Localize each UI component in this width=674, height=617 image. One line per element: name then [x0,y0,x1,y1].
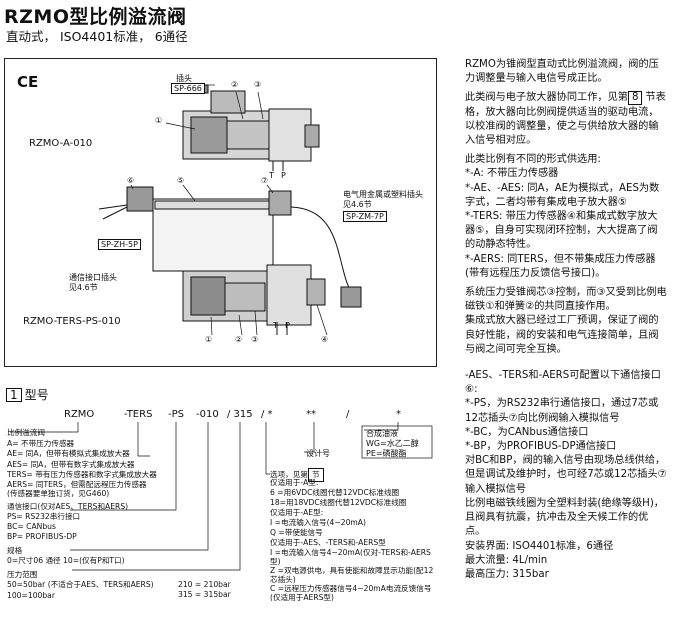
callout-3-top: ③ [254,80,262,89]
desc-list-item: *-A: 不带压力传感器 [465,168,559,180]
valve-a-drawing [182,84,320,171]
callout-6: ⑥ [127,176,135,185]
opt-valve-type: 比例溢流阀 [7,428,45,437]
seal-wg: WG=水乙二醇 [366,439,419,448]
port-t-top: T [269,171,274,180]
description-column: RZMO为锥阀型直动式比例溢流阀，阀的压力调整量与输入电信号成正比。 此类阀与电… [465,58,667,582]
comm-ps: PS= RS232串行接口 [7,512,81,521]
elec-plug-label-2: 见4.6节 [343,200,372,209]
option-item: I =电流输入信号4~20mA(仅对-TERS和-AERS型) [270,548,431,566]
desc-list-item: *-PS，为RS232串行通信接口，通过7芯或12芯插头⑦向比例阀输入模拟信号 [465,398,659,424]
callout-7: ⑦ [261,176,269,185]
opt-aers: AERS= 同TERS，但需配远程压力传感器(传感器要单独订货，见G460) [7,480,147,498]
pressure-title: 压力范围 [7,570,38,579]
model-seg-base: RZMO [64,409,95,420]
plug-zm-label: SP-ZM-7P [343,211,387,222]
option-item: Z =双电源供电，具有使能和故障显示功能(配12芯插头) [270,566,434,584]
comm-plug-label-2: 见4.6节 [69,283,98,292]
option-item: 仅适用于-A型: [270,478,319,487]
model-seg-comm: -PS [168,409,184,420]
spec-flow: 最大流量: 4L/min [465,554,548,566]
section-title: 型号 [24,388,49,402]
port-t-bottom: T [273,321,278,330]
page-title: RZMO型比例溢流阀 [4,6,187,28]
pressure-210: 210 = 210bar [178,580,231,589]
desc-list-item: *-BC，为CANbus通信接口 [465,426,589,438]
opt-ters: TERS= 带有压力传感器和数字式集成放大器 [7,470,157,479]
plug-label: 插头 [176,74,192,83]
comm-title: 通信接口(仅对AES、TERS和AERS) [7,502,129,511]
model-seg-option: / * [261,409,273,420]
model-seg-slash: / [346,409,350,420]
plug-zh-label: SP-ZH-5P [98,239,141,250]
model-seg-seal: * [396,409,401,420]
callout-5: ⑤ [177,176,185,185]
model-seg-type: -TERS [124,409,153,420]
spec-mounting: 安装界面: ISO4401标准，6通径 [465,540,614,552]
desc-paragraph: RZMO为锥阀型直动式比例溢流阀，阀的压力调整量与输入电信号成正比。 [465,59,659,85]
option-ref-box: 节 [307,468,324,482]
page-subtitle: 直动式， ISO4401标准， 6通径 [6,29,188,44]
comm-plug-label-1: 通信接口插头 [69,273,117,282]
options-title: 选项，见第节 [270,468,327,482]
plug-code-label: SP-666 [171,83,205,94]
comm-bp: BP= PROFIBUS-DP [7,532,77,541]
seal-pe: PE=磷酸酯 [366,449,407,458]
design-number-label: 设计号 [306,449,330,458]
callout-4: ④ [321,335,329,344]
callout-3-bottom: ③ [251,335,259,344]
size-options: 0=尺寸06 通径 10=(仅有P和T口) [7,556,125,565]
callout-2-bottom: ② [235,335,243,344]
model-ters-label: RZMO-TERS-PS-010 [23,316,121,327]
callout-2-top: ② [231,80,239,89]
comm-bc: BC= CANbus [7,522,56,531]
valve-figure: CE 插头 SP-666 RZMO-A-010 ① ② ③ T P ⑥ ⑤ ⑦ … [4,58,437,367]
option-item: 仅适用于-AES、-TERS和-AERS型 [270,538,386,547]
option-item: I =电流输入信号(4~20mA) [270,518,366,527]
section-ref-box: 8 [628,91,643,106]
callout-1-bottom: ① [205,335,213,344]
pressure-315: 315 = 315bar [178,590,231,599]
option-item: 6 =用6VDC线圈代替12VDC标准线圈 [270,488,400,497]
option-item: 仅适用于-AE型: [270,508,324,517]
opt-aes: AES= 同A，但带有数字式集成放大器 [7,460,135,469]
spec-pressure: 最高压力: 315bar [465,568,549,580]
desc-paragraph: 此类比例有不同的形式供选用: [465,154,601,166]
desc-paragraph: 对BC和BP，阀的输入信号由现场总线供给，但是调试及维护时，也可经7芯或12芯插… [465,455,667,495]
option-item: Q =带使能信号 [270,528,323,537]
valve-ters-drawing [98,186,362,335]
desc-list-item: *-TERS: 带压力传感器④和集成式数字放大器⑤，自身可实现闭环控制，大大提高… [465,211,658,251]
elec-plug-label-1: 电气用金属或塑料插头 [343,190,423,199]
desc-list-item: *-AE、-AES: 同A，AE为模拟式，AES为数字式，二者均带有集成电子放大… [465,182,660,208]
callout-1-top: ① [155,116,163,125]
option-item: 18=用18VDC线圈代替12VDC标准线圈 [270,498,407,507]
desc-paragraph: -AES、-TERS和-AERS可配置以下通信接口⑥: [465,370,661,396]
ce-mark: CE [17,73,39,91]
port-p-bottom: P [285,321,290,330]
pressure-50: 50=50bar (不适合于AES、TERS和AERS) [7,580,154,589]
desc-paragraph: 系统压力受锥阀芯③控制，而③又受到比例电磁铁①和弹簧②的共同直接作用。 [465,287,667,313]
model-seg-size: -010 [196,409,219,420]
port-p-top: P [281,171,286,180]
size-title: 规格 [7,546,23,555]
seal-title: 合成油液 [366,429,398,438]
desc-list-item: *-AERS: 同TERS，但不带集成压力传感器(带有远程压力反馈信号接口)。 [465,253,656,279]
valve-drawing [98,84,362,336]
opt-a: A= 不带压力传感器 [7,439,75,448]
desc-paragraph: 集成式放大器已经过工厂预调，保证了阀的良好性能，阀的安装和电气连接简单，且阀与阀… [465,315,659,355]
pressure-100: 100=100bar [7,591,55,600]
desc-paragraph: 比例电磁铁线圈为全塑料封装(绝缘等级H)，且阀具有抗震，抗冲击及全天候工作的优点… [465,497,664,538]
model-seg-design: ** [306,409,316,420]
option-item: C =远程压力传感器信号4~20mA电流反馈信号(仅适用于AERS型) [270,584,432,602]
opt-ae: AE= 同A，但带有模拟式集成放大器 [7,449,130,458]
desc-list-item: *-BP，为PROFIBUS-DP通信接口 [465,441,617,453]
model-seg-pressure: / 315 [227,409,253,420]
section-number: 1 [6,388,22,402]
model-a-label: RZMO-A-010 [29,138,93,149]
